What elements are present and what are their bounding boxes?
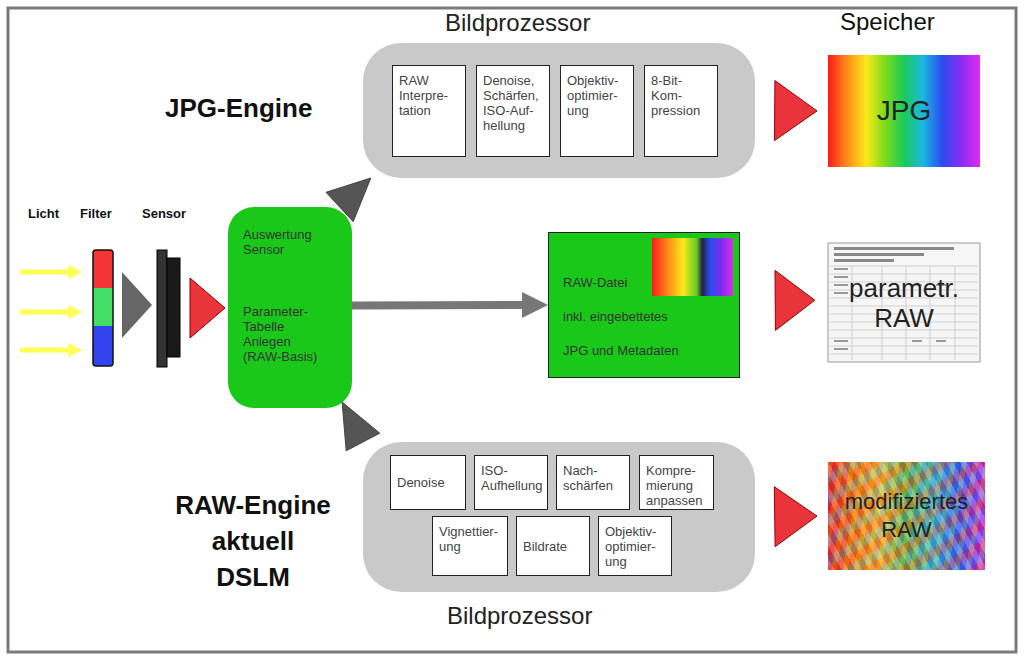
step-box: Denoise xyxy=(390,455,466,510)
step-box: Denoise, Schärfen, ISO-Auf- hellung xyxy=(476,65,550,157)
node-text: Denoise xyxy=(397,475,445,490)
engine-label: JPG-Engine xyxy=(165,92,312,124)
spreadsheet-image xyxy=(828,243,980,362)
node-text: ISO- Aufhellung xyxy=(481,463,544,493)
step-box: Bildrate xyxy=(516,516,590,576)
step-box: Kompre- mierung anpassen xyxy=(639,455,714,510)
color-filter xyxy=(93,250,113,366)
node-text: Bildprozessor xyxy=(445,9,590,37)
node-text: Bildrate xyxy=(523,539,567,554)
processor-group: BildprozessorRAW Interpre- tationDenoise… xyxy=(363,43,755,178)
node-text: JPG xyxy=(877,95,931,127)
part-label: Filter xyxy=(80,206,112,221)
storage-box: JPG xyxy=(828,55,980,167)
step-box: Objektiv- optimier- ung xyxy=(598,516,672,576)
flow-connector xyxy=(342,402,380,451)
part-label: Licht xyxy=(28,206,59,221)
flow-connector xyxy=(352,292,548,318)
storage-box: modifiziertes RAW xyxy=(828,462,985,570)
step-box: ISO- Aufhellung xyxy=(474,455,548,510)
node-text: Parameter- Tabelle Anlegen (RAW-Basis) xyxy=(243,304,326,364)
sensor-box: Auswertung SensorParameter- Tabelle Anle… xyxy=(228,207,352,408)
flow-connector xyxy=(775,270,815,330)
node-text: parametr. RAW xyxy=(832,273,976,333)
node-text: 8-Bit- Kom- pression xyxy=(651,73,714,118)
processor-group: BildprozessorDenoiseISO- AufhellungNach-… xyxy=(363,442,755,592)
flow-triangle xyxy=(190,278,225,338)
step-box: Nach- schärfen xyxy=(556,455,630,510)
flow-connector xyxy=(774,487,817,547)
flow-connector xyxy=(775,81,818,141)
engine-label: RAW-Engine aktuell DSLM xyxy=(160,487,346,595)
node-text: JPG und Metadaten xyxy=(563,343,729,358)
node-text: Objektiv- optimier- ung xyxy=(567,73,630,118)
node-text: modifiziertes RAW xyxy=(836,488,977,544)
image-sensor xyxy=(157,250,180,367)
step-box: RAW Interpre- tation xyxy=(392,65,466,157)
raw-file-box: RAW-Datei inkl. eingebettetesJPG und Meta… xyxy=(548,232,740,378)
step-box: Vignettier- ung xyxy=(432,516,508,576)
part-label: Sensor xyxy=(142,206,186,221)
node-text: Denoise, Schärfen, ISO-Auf- hellung xyxy=(483,73,546,133)
storage-box: parametr. RAW xyxy=(828,243,980,362)
step-box: 8-Bit- Kom- pression xyxy=(644,65,718,157)
node-text: Auswertung Sensor xyxy=(243,227,326,257)
outer-frame xyxy=(8,8,1016,652)
node-text: inkl. eingebettetes xyxy=(563,309,729,324)
embedded-jpg-thumbnail xyxy=(652,238,733,296)
light-arrows xyxy=(20,265,82,357)
flow-triangle xyxy=(122,272,152,338)
column-heading: Speicher xyxy=(840,8,935,36)
node-text: Objektiv- optimier- ung xyxy=(605,524,668,569)
node-text: Nach- schärfen xyxy=(563,463,626,493)
node-text: RAW Interpre- tation xyxy=(399,73,462,118)
node-text: Bildprozessor xyxy=(447,602,592,630)
flow-connector xyxy=(326,178,371,222)
node-text: Kompre- mierung anpassen xyxy=(646,463,710,508)
node-text: Vignettier- ung xyxy=(439,524,504,554)
node-text: RAW-Datei xyxy=(563,275,729,290)
step-box: Objektiv- optimier- ung xyxy=(560,65,634,157)
